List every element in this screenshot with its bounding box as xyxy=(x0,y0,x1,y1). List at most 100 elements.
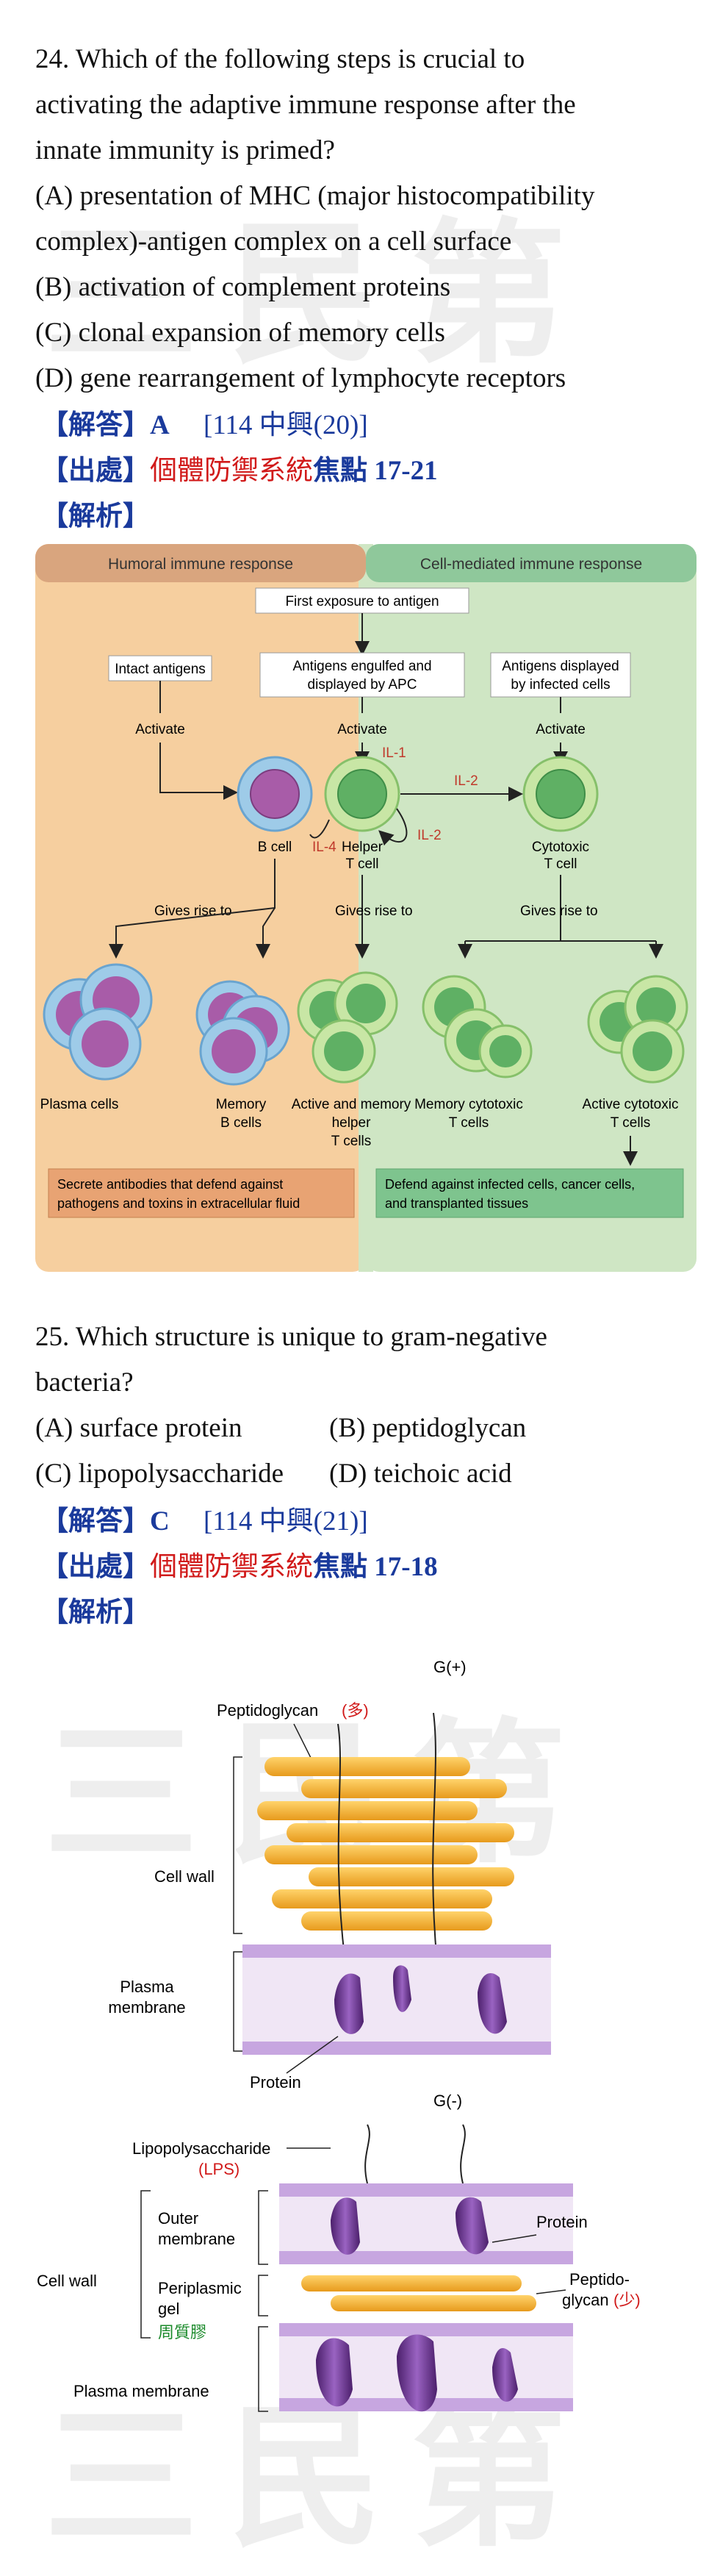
activate-label: Activate xyxy=(135,722,185,737)
gives-rise-label: Gives rise to xyxy=(154,904,232,919)
lps-abbr-label: (LPS) xyxy=(198,2160,240,2178)
option-b: (B) activation of complement proteins xyxy=(35,272,451,302)
helper-t-label: helper xyxy=(332,1115,371,1131)
plasma-cells xyxy=(43,963,153,1081)
source-focus: 焦點 17-18 xyxy=(313,1552,438,1582)
analysis-label-25: 【解析】 xyxy=(41,1589,150,1636)
analysis-label-24: 【解析】 xyxy=(41,493,150,540)
source-topic: 個體防禦系統 xyxy=(150,1550,313,1582)
protein-label: Protein xyxy=(250,2073,301,2092)
answer-ref: [114 中興(21)] xyxy=(203,1506,368,1536)
question-line: innate immunity is primed? xyxy=(35,135,335,165)
cell-mediated-result-box xyxy=(375,1168,684,1218)
memory-cytotoxic-cells xyxy=(422,975,533,1078)
humoral-result-box xyxy=(48,1168,355,1218)
option-d: (D) teichoic acid xyxy=(329,1459,512,1489)
periplasmic-label: Periplasmic xyxy=(158,2279,242,2297)
membrane-protein xyxy=(478,1973,507,2034)
plasma-cells-label: Plasma cells xyxy=(40,1097,119,1112)
cytotoxic-label: Cytotoxic xyxy=(532,840,589,855)
option-c: (C) clonal expansion of memory cells xyxy=(35,318,445,348)
helper-label: Helper xyxy=(342,840,384,855)
infected-label: by infected cells xyxy=(511,677,610,693)
answer-value: C xyxy=(150,1506,170,1536)
gives-rise-label: Gives rise to xyxy=(335,904,413,919)
question-line: 25. Which structure is unique to gram-ne… xyxy=(35,1322,547,1352)
answer-line-25: 【解答】C [114 中興(21)] xyxy=(41,1498,368,1545)
il2-label: IL-2 xyxy=(417,828,442,843)
memory-b-label: B cells xyxy=(220,1115,262,1131)
cell-mediated-header: Cell-mediated immune response xyxy=(420,556,642,573)
helper-t-label: Active and memory xyxy=(292,1097,411,1112)
membrane-protein xyxy=(397,2334,437,2412)
analysis-label: 【解析】 xyxy=(41,1595,150,1628)
answer-label: 【解答】 xyxy=(41,408,150,440)
option-a: (A) presentation of MHC (major histocomp… xyxy=(35,181,595,211)
question-line: 24. Which of the following steps is cruc… xyxy=(35,44,525,74)
option-d: (D) gene rearrangement of lymphocyte rec… xyxy=(35,363,566,393)
answer-value: A xyxy=(150,410,170,440)
humoral-result: Secrete antibodies that defend against xyxy=(57,1177,283,1192)
memory-cyto-label: T cells xyxy=(449,1115,489,1131)
cell-mediated-panel xyxy=(366,544,696,1272)
analysis-label: 【解析】 xyxy=(41,499,150,532)
active-cyto-label: T cells xyxy=(611,1115,651,1131)
lps-label: Lipopolysaccharide xyxy=(132,2139,270,2158)
question-line: bacteria? xyxy=(35,1367,134,1398)
option-c: (C) lipopolysaccharide xyxy=(35,1459,284,1489)
il4-label: IL-4 xyxy=(312,840,336,855)
options-row: (C) lipopolysaccharide (D) teichoic acid xyxy=(35,1451,696,1497)
outer-membrane-label: Outer xyxy=(158,2209,198,2228)
plasma-membrane-label: Plasma membrane xyxy=(73,2382,209,2400)
peptidoglycan-thin-label: glycan xyxy=(562,2291,609,2309)
option-a-cont: complex)-antigen complex on a cell surfa… xyxy=(35,226,512,257)
il1-label: IL-1 xyxy=(382,745,406,761)
cytotoxic-label: T cell xyxy=(544,856,577,872)
option-b: (B) peptidoglycan xyxy=(329,1413,527,1443)
option-a: (A) surface protein xyxy=(35,1413,242,1443)
immune-response-diagram: Humoral immune response Cell-mediated im… xyxy=(35,544,696,1272)
membrane-protein xyxy=(334,1973,364,2034)
membrane-protein xyxy=(393,1965,411,2012)
question-line: activating the adaptive immune response … xyxy=(35,90,576,120)
memory-cyto-label: Memory cytotoxic xyxy=(414,1097,523,1112)
membrane-protein xyxy=(316,2338,353,2407)
intact-antigens-box xyxy=(108,655,212,681)
source-topic: 個體防禦系統 xyxy=(150,454,313,486)
periplasmic-label: gel xyxy=(158,2300,179,2318)
periplasmic-chinese-label: 周質膠 xyxy=(158,2323,206,2341)
membrane-protein xyxy=(331,2197,360,2255)
thin-peptidoglycan xyxy=(301,2275,522,2291)
memory-b-cells xyxy=(195,980,290,1086)
cell-wall-label: Cell wall xyxy=(154,1867,215,1886)
source-focus: 焦點 17-21 xyxy=(313,456,438,486)
b-cell-label: B cell xyxy=(258,840,292,855)
many-label: (多) xyxy=(342,1701,369,1720)
gram-negative-label: G(-) xyxy=(433,2092,462,2110)
watermark: 三民第 xyxy=(44,204,596,384)
humoral-result: pathogens and toxins in extracellular fl… xyxy=(57,1196,300,1211)
source-line-24: 【出處】個體防禦系統焦點 17-21 xyxy=(41,447,438,494)
helper-label: T cell xyxy=(345,856,378,872)
activate-label: Activate xyxy=(337,722,387,737)
plasma-membrane-label: membrane xyxy=(108,1998,185,2017)
gram-positive-label: G(+) xyxy=(433,1658,467,1676)
few-label: (少) xyxy=(613,2291,641,2309)
apc-label: displayed by APC xyxy=(308,677,417,693)
infected-label: Antigens displayed xyxy=(502,659,619,674)
active-cytotoxic-cells xyxy=(587,975,688,1084)
first-exposure-label: First exposure to antigen xyxy=(285,594,439,609)
peptidoglycan-layers xyxy=(257,1757,514,1931)
source-label: 【出處】 xyxy=(41,454,150,486)
helper-t-cells xyxy=(297,971,398,1084)
apc-label: Antigens engulfed and xyxy=(292,659,431,674)
answer-ref: [114 中興(20)] xyxy=(203,410,368,440)
options-row: (A) surface protein (B) peptidoglycan xyxy=(35,1406,696,1451)
question-24: 24. Which of the following steps is cruc… xyxy=(35,37,696,401)
cell-mediated-result: and transplanted tissues xyxy=(385,1196,528,1211)
answer-line-24: 【解答】A [114 中興(20)] xyxy=(41,401,368,448)
answer-label: 【解答】 xyxy=(41,1504,150,1536)
protein-label: Protein xyxy=(536,2213,588,2231)
membrane-protein xyxy=(492,2348,518,2402)
intact-antigens-label: Intact antigens xyxy=(115,662,206,677)
